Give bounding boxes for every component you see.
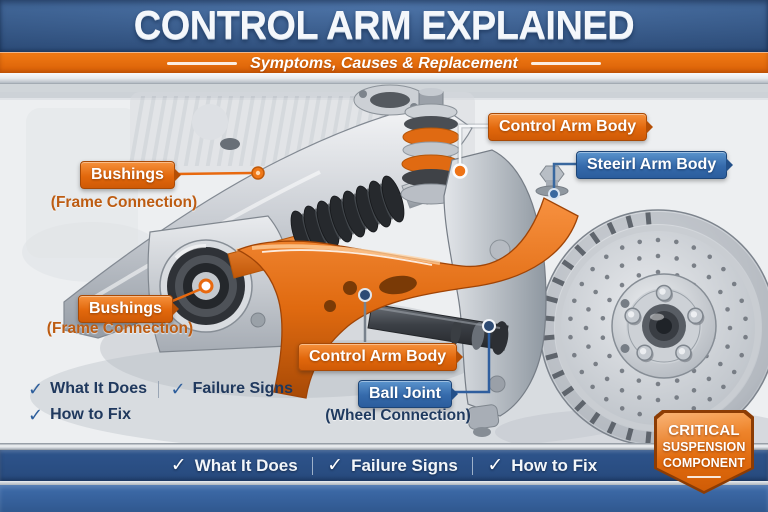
check-icon: ✓	[170, 378, 186, 399]
callout-bushings-bottom: Bushings	[78, 295, 173, 323]
rubber-boot	[290, 175, 405, 258]
callout-steering-arm-label: Steeirl Arm Body	[587, 156, 717, 173]
header-separator	[0, 73, 768, 85]
badge-line-2: SUSPENSION	[662, 440, 746, 454]
callout-bushings-top-label: Bushings	[91, 166, 164, 183]
checklist-divider	[157, 380, 160, 398]
badge-line-1: CRITICAL	[668, 422, 740, 439]
footer-item-failure-signs: ✓ Failure Signs	[327, 455, 458, 476]
check-icon: ✓	[28, 404, 44, 425]
checklist-item-how-to-fix: ✓ How to Fix	[28, 404, 131, 425]
footer-divider	[311, 456, 314, 475]
check-icon: ✓	[170, 455, 187, 476]
callout-control-arm-bottom-label: Control Arm Body	[309, 348, 447, 365]
checklist-item-failure-signs: ✓ Failure Signs	[170, 378, 294, 399]
brake-rotor	[539, 209, 768, 444]
callout-ball-joint-label: Ball Joint	[369, 385, 442, 402]
strut-stack	[400, 88, 462, 205]
checklist-item-what-it-does: ✓ What It Does	[28, 378, 147, 399]
axle-shaft	[367, 303, 509, 355]
subtitle-dash-left	[167, 62, 238, 65]
footer-item-how-to-fix: ✓ How to Fix	[487, 455, 598, 476]
footer-base-bar	[0, 485, 768, 512]
badge-rule	[687, 476, 721, 478]
checklist: ✓ What It Does ✓ Failure Signs ✓ How to …	[28, 376, 293, 428]
header-banner: CONTROL ARM EXPLAINED	[0, 0, 768, 52]
callout-control-arm-bottom: Control Arm Body	[298, 343, 458, 371]
callout-bushings-top: Bushings	[80, 161, 175, 189]
footer-item-what-it-does: ✓ What It Does	[170, 455, 298, 476]
subtitle-banner: Symptoms, Causes & Replacement	[0, 52, 768, 74]
callout-control-arm-top: Control Arm Body	[488, 113, 648, 141]
callout-leaders	[169, 123, 576, 394]
check-icon: ✓	[487, 455, 504, 476]
badge-line-3: COMPONENT	[662, 456, 746, 470]
check-icon: ✓	[28, 378, 44, 399]
callout-ball-joint-sub: (Wheel Connection)	[325, 407, 471, 424]
footer-bar: ✓ What It Does ✓ Failure Signs ✓ How to …	[0, 450, 768, 481]
callout-control-arm-top-label: Control Arm Body	[499, 118, 637, 135]
subtitle-dash-right	[530, 62, 601, 65]
footer-accent-line	[0, 481, 768, 485]
callout-bushings-bottom-sub: (Frame Connection)	[46, 320, 194, 337]
callout-bushings-bottom-label: Bushings	[89, 300, 162, 317]
callout-bushings-top-sub: (Frame Connection)	[50, 194, 198, 211]
check-icon: ✓	[327, 455, 344, 476]
page-subtitle: Symptoms, Causes & Replacement	[250, 54, 518, 72]
footer-divider	[471, 456, 474, 475]
footer-separator	[0, 443, 768, 450]
callout-steering-arm: Steeirl Arm Body	[576, 151, 728, 179]
callout-ball-joint: Ball Joint	[358, 380, 453, 408]
page-title: CONTROL ARM EXPLAINED	[133, 3, 635, 48]
